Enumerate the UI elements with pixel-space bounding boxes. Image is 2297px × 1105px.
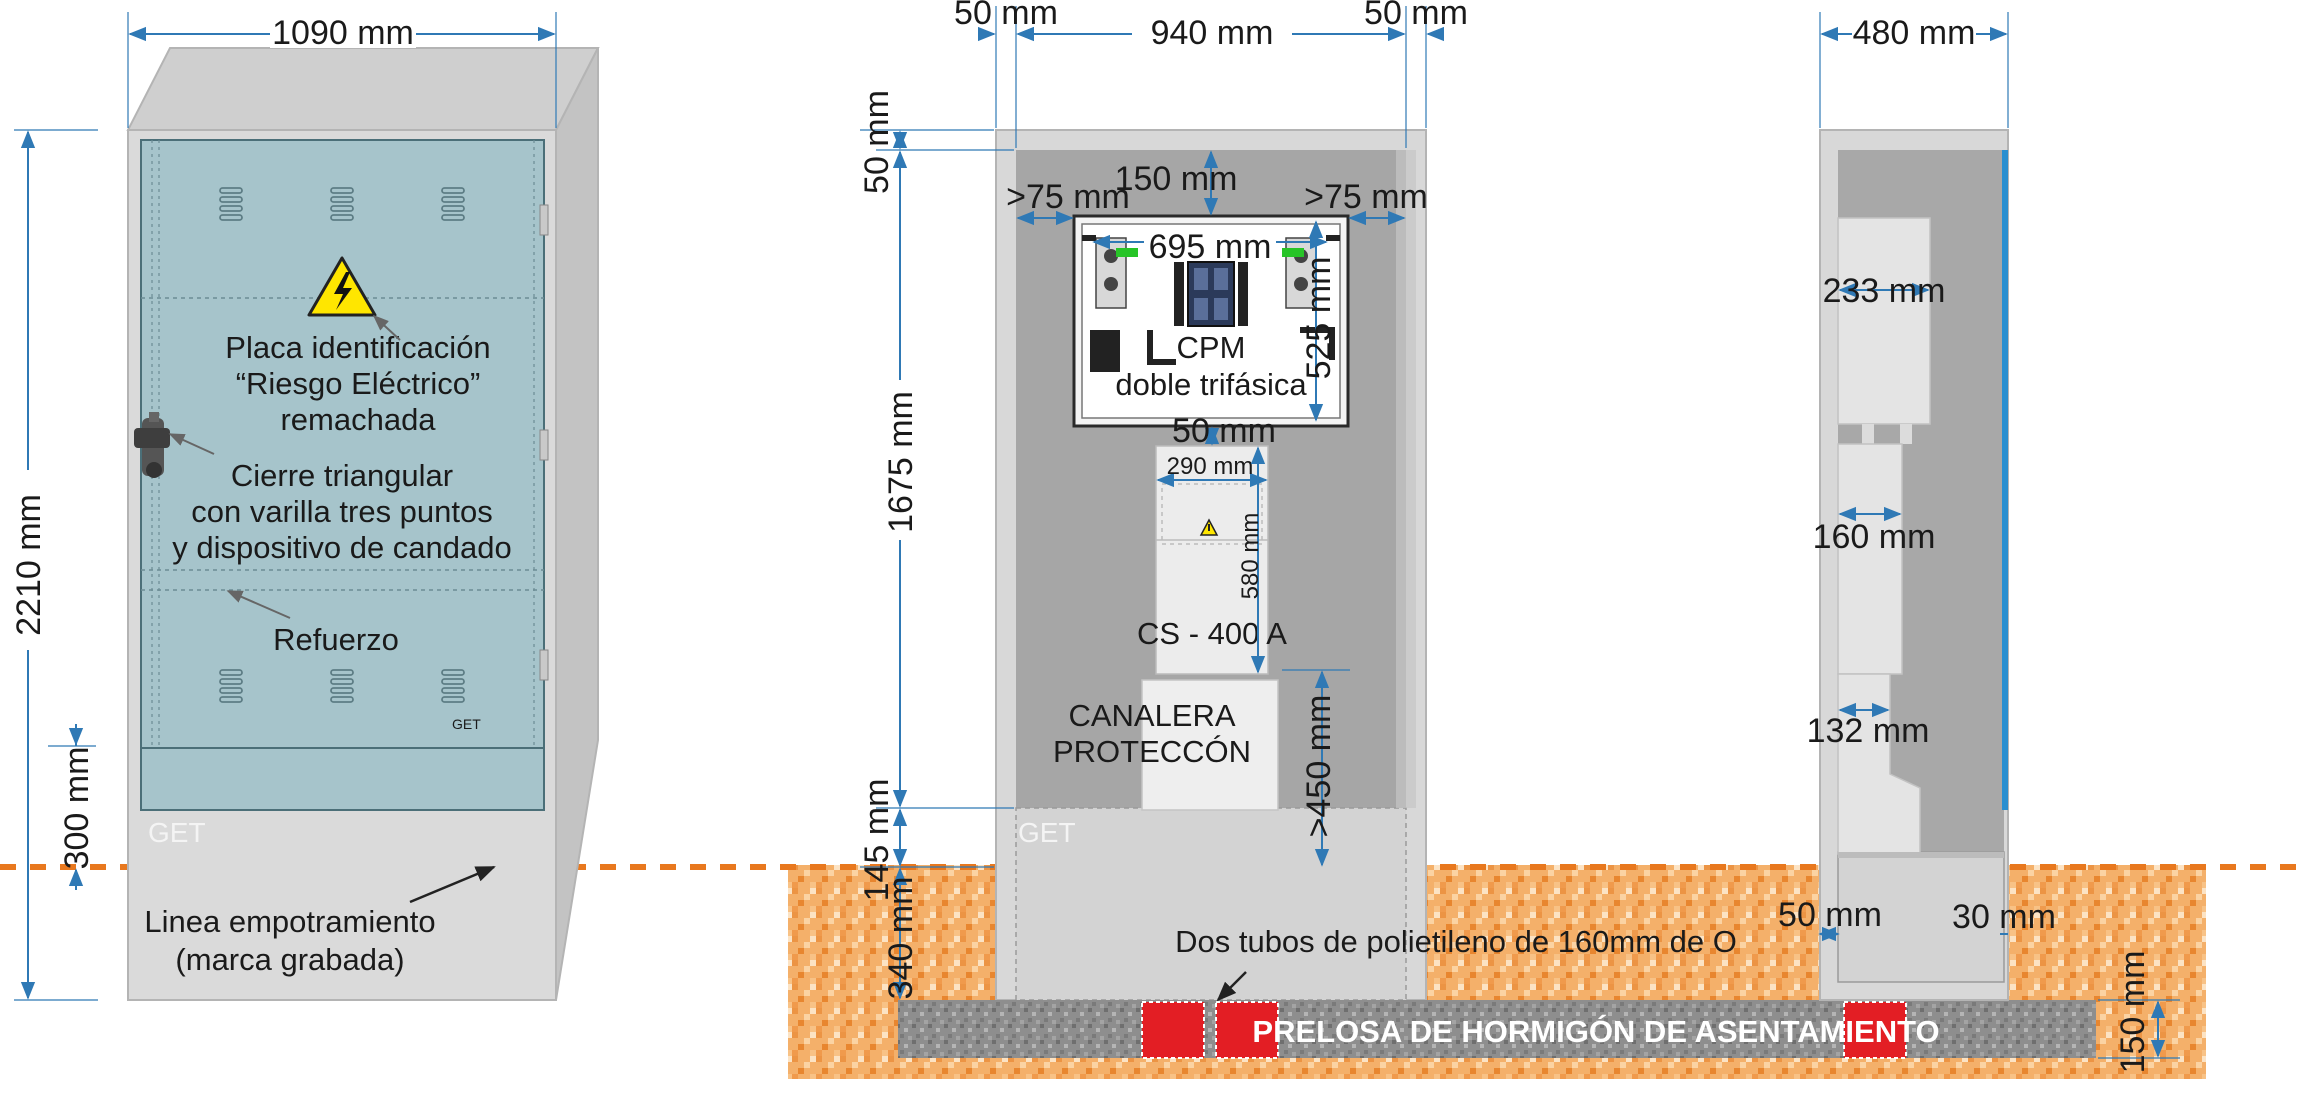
buried-dim: 340 mm xyxy=(882,877,920,1000)
vent-slots-bottom xyxy=(219,669,465,703)
interior-view: CPM doble trifásica CS - 400 A CANALERA … xyxy=(858,0,1468,1001)
tube-side xyxy=(1843,1001,1907,1059)
front-height-dim: 2210 mm xyxy=(10,494,48,636)
plate-label-line2: “Riesgo Eléctrico” xyxy=(236,366,481,401)
lock-label-line2: con varilla tres puntos xyxy=(191,494,493,529)
top-wall-dim: 50 mm xyxy=(858,90,896,194)
hinge-icons xyxy=(539,204,549,681)
side-back-wall-dim: 50 mm xyxy=(1778,896,1882,934)
side-view: 480 mm 233 mm 160 mm 132 mm 50 mm 30 mm xyxy=(1778,12,2056,1001)
cpm-unit: CPM doble trifásica xyxy=(1072,214,1350,428)
base-dim: 145 mm xyxy=(858,779,896,902)
cs-height-dim: 580 mm xyxy=(1237,513,1264,600)
embed-line-label-line2: (marca grabada) xyxy=(175,942,404,977)
embed-line-label-line1: Linea empotramiento xyxy=(144,904,435,939)
tubes-label: Dos tubos de polietileno de 160mm de O xyxy=(1175,924,1737,959)
cpm-top-gap-dim: 150 mm xyxy=(1115,160,1238,198)
inner-height-dim: 1675 mm xyxy=(882,391,920,533)
cpm-width-dim: 695 mm xyxy=(1149,228,1272,266)
right-wall-dim: 50 mm xyxy=(1364,0,1468,32)
tube-right xyxy=(1215,1001,1279,1059)
channel-label-line1: CANALERA xyxy=(1068,698,1235,733)
slab-dim: 150 mm xyxy=(2114,951,2152,1074)
side-cs-depth-dim: 160 mm xyxy=(1813,518,1936,556)
side-door-edge xyxy=(2002,150,2008,810)
door-mark: GET xyxy=(452,716,481,732)
front-width-dim: 1090 mm xyxy=(272,14,414,52)
cpm-cs-gap-dim: 50 mm xyxy=(1172,412,1276,450)
warning-icon xyxy=(307,256,377,317)
channel-label-line2: PROTECCÓN xyxy=(1053,734,1251,769)
side-cs xyxy=(1837,443,1903,675)
plate-label-line1: Placa identificación xyxy=(225,330,490,365)
left-wall-dim: 50 mm xyxy=(954,0,1058,32)
reinforcement-label: Refuerzo xyxy=(273,622,399,657)
side-cpm-depth-dim: 233 mm xyxy=(1823,272,1946,310)
plate-label-line3: remachada xyxy=(280,402,436,437)
lock-label-line1: Cierre triangular xyxy=(231,458,453,493)
interior-dimensions: 50 mm 940 mm 50 mm 50 mm 1675 mm 145 mm … xyxy=(858,0,1468,1000)
interior-brand: GET xyxy=(1018,817,1076,848)
lock-handle-icon xyxy=(134,412,170,478)
side-depth-dim: 480 mm xyxy=(1853,14,1976,52)
cs-label: CS - 400 A xyxy=(1137,616,1287,651)
front-buried-dim: 300 mm xyxy=(58,747,96,870)
foundation-slab: PRELOSA DE HORMIGÓN DE ASENTAMIENTO Dos … xyxy=(898,924,2180,1073)
side-dimensions: 480 mm 233 mm 160 mm 132 mm 50 mm 30 mm xyxy=(1778,12,2056,942)
channel-height-dim: >450 mm xyxy=(1300,695,1338,838)
slab-label: PRELOSA DE HORMIGÓN DE ASENTAMIENTO xyxy=(1252,1013,1939,1049)
front-dimensions: 1090 mm 2210 mm 300 mm xyxy=(10,12,557,1001)
tube-left xyxy=(1141,1001,1205,1059)
front-view: Placa identificación “Riesgo Eléctrico” … xyxy=(10,12,600,1001)
protection-channel: CANALERA PROTECCÓN xyxy=(1053,679,1279,811)
side-channel-depth-dim: 132 mm xyxy=(1807,712,1930,750)
side-front-wall-dim: 30 mm xyxy=(1952,898,2056,936)
cpm-label-line2: doble trifásica xyxy=(1115,367,1307,402)
cs-warning-icon xyxy=(1199,518,1219,536)
cabinet-side xyxy=(555,47,599,1001)
cpm-left-gap-dim: >75 mm xyxy=(1006,178,1130,216)
cpm-right-gap-dim: >75 mm xyxy=(1304,178,1428,216)
front-labels: Placa identificación “Riesgo Eléctrico” … xyxy=(144,314,512,977)
front-brand: GET xyxy=(148,817,206,848)
cs-width-dim: 290 mm xyxy=(1167,453,1254,480)
cabinet-door xyxy=(140,139,545,811)
cpm-height-dim: 525 mm xyxy=(1300,257,1338,380)
lock-label-line3: y dispositivo de candado xyxy=(172,530,512,565)
inner-width-dim: 940 mm xyxy=(1151,14,1274,52)
cabinet-roof xyxy=(126,47,600,131)
side-cpm xyxy=(1837,217,1931,425)
vent-slots-top xyxy=(219,187,465,221)
cpm-label-line1: CPM xyxy=(1177,330,1246,365)
